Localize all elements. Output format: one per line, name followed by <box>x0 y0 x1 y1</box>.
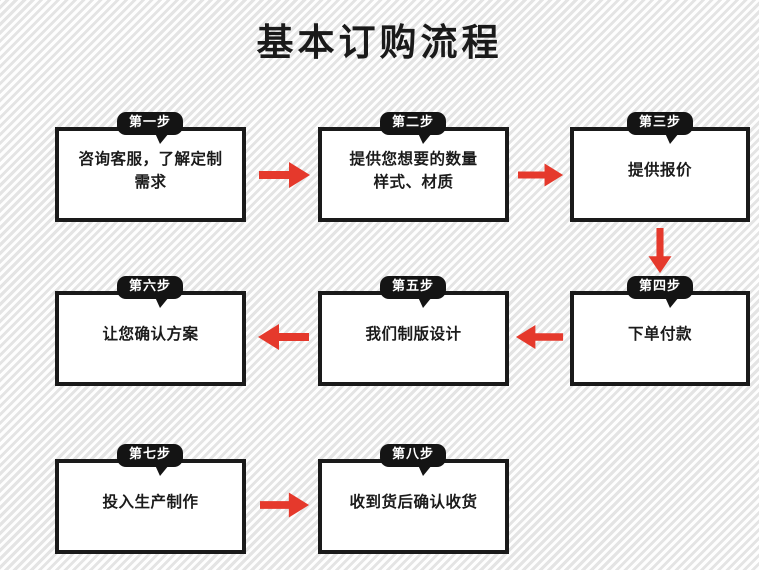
arrow-step2-to-step3 <box>518 160 564 190</box>
arrow-step5-to-step6 <box>258 322 310 352</box>
step-box-3: 提供报价 <box>570 127 750 222</box>
step-box-5: 我们制版设计 <box>318 291 509 386</box>
page-title: 基本订购流程 <box>256 21 503 64</box>
arrow-step4-to-step5 <box>516 322 564 352</box>
step-box-1: 咨询客服，了解定制 需求 <box>55 127 246 222</box>
step-box-8: 收到货后确认收货 <box>318 459 509 554</box>
step-4-text: 下单付款 <box>627 325 692 344</box>
step-8-badge: 第八步 <box>380 444 447 477</box>
step-6-badge: 第六步 <box>117 276 184 309</box>
step-7-badge: 第七步 <box>117 444 184 477</box>
step-5-text: 我们制版设计 <box>365 325 462 344</box>
step-1-text: 咨询客服，了解定制 需求 <box>78 150 223 191</box>
arrow-step3-to-step4 <box>645 228 675 274</box>
step-3-text: 提供报价 <box>627 161 692 180</box>
step-box-2: 提供您想要的数量 样式、材质 <box>318 127 509 222</box>
arrow-step1-to-step2 <box>259 160 311 190</box>
step-3-badge: 第三步 <box>627 112 694 145</box>
step-2-text: 提供您想要的数量 样式、材质 <box>349 150 478 191</box>
step-box-4: 下单付款 <box>570 291 750 386</box>
step-6-text: 让您确认方案 <box>102 325 199 344</box>
step-4-badge: 第四步 <box>627 276 694 309</box>
step-8-text: 收到货后确认收货 <box>349 493 478 512</box>
step-box-6: 让您确认方案 <box>55 291 246 386</box>
step-box-7: 投入生产制作 <box>55 459 246 554</box>
step-1-badge: 第一步 <box>117 112 184 145</box>
step-7-text: 投入生产制作 <box>102 493 199 512</box>
arrow-step7-to-step8 <box>260 490 310 520</box>
step-2-badge: 第二步 <box>380 112 447 145</box>
step-5-badge: 第五步 <box>380 276 447 309</box>
